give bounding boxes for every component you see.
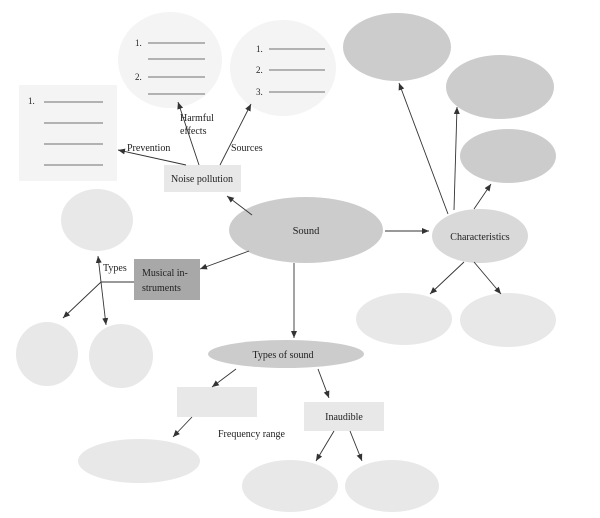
- types-of-sound-node: [208, 340, 364, 368]
- characteristics-label: Characteristics: [450, 232, 510, 243]
- characteristic-bubble-3: [460, 129, 556, 183]
- harmful-item-number-1: 1.: [135, 38, 142, 48]
- inaudible-node: [304, 402, 384, 431]
- sources-label: Sources: [231, 143, 263, 154]
- types-of-sound-label: Types of sound: [253, 350, 314, 361]
- types-label: Types: [103, 263, 127, 274]
- characteristic-bubble-4: [356, 293, 452, 345]
- prevention-label: Prevention: [127, 143, 170, 154]
- noise-pollution-label: Noise pollution: [171, 174, 233, 185]
- types-of-sound-blank-box: [177, 387, 257, 417]
- characteristics-node: [432, 209, 528, 263]
- characteristic-bubble-1: [343, 13, 451, 81]
- sources-item-number-3: 3.: [256, 87, 263, 97]
- prevention-item-number-1: 1.: [28, 96, 35, 106]
- musical-instruments-node: [134, 259, 200, 300]
- prevention-list-lines: [44, 101, 103, 166]
- harmful-item-number-2: 2.: [135, 72, 142, 82]
- characteristic-bubble-5: [460, 293, 556, 347]
- harmful-effects-list-bubble: [118, 12, 222, 108]
- musical-instruments-label-line1: Musical in-: [142, 268, 188, 279]
- instrument-type-bubble-left: [16, 322, 78, 386]
- harmful-effects-label-line1: Harmful: [180, 113, 214, 124]
- inaudible-bubble-left: [242, 460, 338, 512]
- sources-item-number-1: 1.: [256, 44, 263, 54]
- musical-instruments-label-line2: struments: [142, 283, 181, 294]
- noise-pollution-node: [164, 165, 241, 192]
- sources-list-bubble: [230, 20, 336, 116]
- instrument-type-bubble-right: [89, 324, 153, 388]
- characteristic-bubble-2: [446, 55, 554, 119]
- inaudible-bubble-right: [345, 460, 439, 512]
- frequency-range-bubble: [78, 439, 200, 483]
- harmful-effects-list-lines: [148, 42, 205, 95]
- harmful-effects-label-line2: effects: [180, 126, 207, 137]
- frequency-range-label: Frequency range: [218, 429, 285, 440]
- sound-label: Sound: [293, 226, 321, 237]
- sources-list-lines: [269, 48, 325, 93]
- sources-item-number-2: 2.: [256, 65, 263, 75]
- sound-node: [229, 197, 383, 263]
- inaudible-label: Inaudible: [325, 412, 363, 423]
- instrument-type-bubble-top: [61, 189, 133, 251]
- connector-arrows: [62, 82, 502, 462]
